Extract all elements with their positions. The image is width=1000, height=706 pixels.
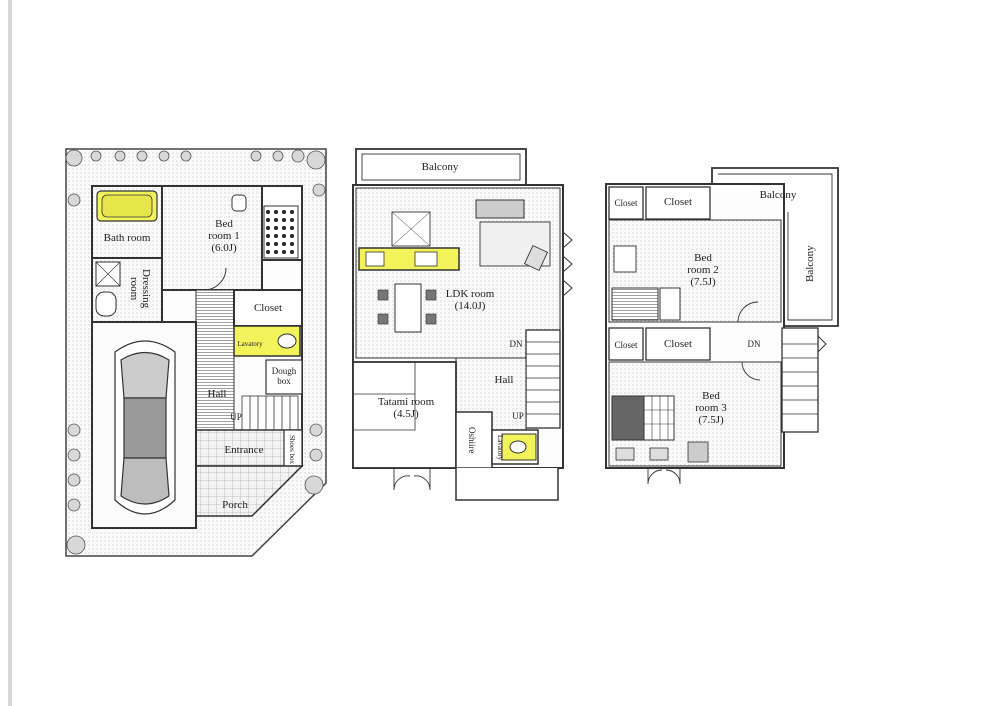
room-label-balcony-f2: Balcony xyxy=(421,161,459,173)
room-label-ldk-room: LDK room (14.0J) xyxy=(445,288,495,312)
room-label-bath-room: Bath room xyxy=(103,232,151,244)
room-label-lavatory-f1: Lavatory xyxy=(237,340,263,348)
room-label-balcony-side: Balcony xyxy=(804,245,816,283)
room-label-lavatory-f2: Lavatory xyxy=(496,435,504,461)
stair-label-up-f1: UP xyxy=(230,412,242,422)
room-label-closet-top: Closet xyxy=(663,196,693,208)
room-label-dressing-room: Dressing room xyxy=(128,269,152,309)
room-label-dough-box: Dough box xyxy=(271,366,297,386)
stair-label-dn-f3: DN xyxy=(747,339,761,349)
room-label-closet-mid: Closet xyxy=(663,338,693,350)
room-label-balcony-top: Balcony xyxy=(759,189,797,201)
page-edge xyxy=(8,0,12,706)
stair-label-dn-f2: DN xyxy=(509,339,523,349)
room-label-hall-f1: Hall xyxy=(207,388,227,400)
room-label-oshiire: Oshiire xyxy=(467,426,477,454)
room-label-entrance: Entrance xyxy=(224,444,264,456)
room-label-shoes-box: Shoes box xyxy=(288,434,296,464)
room-label-bed-room-1: Bed room 1 (6.0J) xyxy=(208,218,240,254)
room-label-closet-small-top: Closet xyxy=(614,198,638,208)
floor2-plan xyxy=(352,148,573,501)
room-label-bed-room-3: Bed room 3 (7.5J) xyxy=(695,390,727,426)
stair-label-up-f2: UP xyxy=(512,411,524,421)
room-label-bed-room-2: Bed room 2 (7.5J) xyxy=(687,252,719,288)
room-label-closet-small-mid: Closet xyxy=(614,340,638,350)
floor3-plan xyxy=(605,167,839,485)
room-label-closet-f1: Closet xyxy=(253,302,283,314)
floor1-plan xyxy=(65,148,327,557)
room-label-hall-f2: Hall xyxy=(494,374,514,386)
room-label-porch: Porch xyxy=(222,499,248,511)
room-label-tatami-room: Tatami room (4.5J) xyxy=(377,396,435,420)
